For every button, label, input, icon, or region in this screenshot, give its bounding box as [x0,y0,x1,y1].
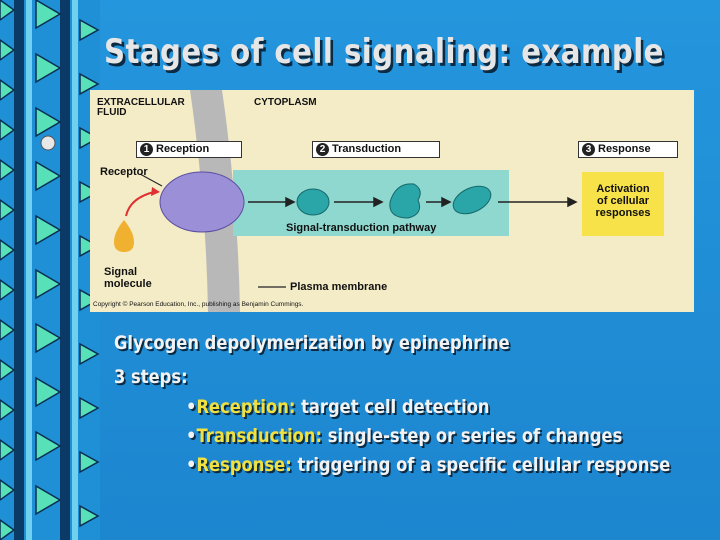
bullet-term: Reception: [196,396,296,418]
step-number: 3 [582,143,595,156]
bullet-desc: single-step or series of changes [327,425,623,447]
bullet-response: •Response: triggering of a specific cell… [186,454,670,476]
bullet-desc: triggering of a specific cellular respon… [297,454,671,476]
relay-molecule-2 [389,183,421,219]
receptor-label: Receptor [100,166,148,178]
bullet-term: Response: [196,454,292,476]
slide-title: Stages of cell signaling: example [104,32,664,72]
body-line-2: 3 steps: [114,366,188,388]
bullet-dot: • [186,425,197,447]
copyright-text: Copyright © Pearson Education, Inc., pub… [93,301,304,308]
bullet-reception: •Reception: target cell detection [186,396,490,418]
relay-molecule-3 [452,185,492,215]
relay-molecule-1 [296,188,330,216]
response-box-label: Activation of cellular responses [595,183,651,219]
signal-molecule-label: Signal molecule [104,266,152,290]
binding-arrow-head [151,187,160,196]
cytoplasm-label: CYTOPLASM [254,97,317,108]
signal-molecule-shape [114,220,134,252]
bullet-term: Transduction: [196,425,323,447]
response-box [582,172,664,236]
receptor-pointer [139,173,163,187]
body-line-1: Glycogen depolymerization by epinephrine [114,332,510,354]
step-label: Response [598,143,651,155]
binding-arrow [125,191,155,217]
membrane-label: Plasma membrane [290,281,388,293]
bullet-dot: • [186,454,197,476]
pathway-label: Signal-transduction pathway [286,222,437,234]
decorative-border [0,0,100,540]
bullet-transduction: •Transduction: single-step or series of … [186,425,622,447]
step-label: Reception [156,143,210,155]
bullet-desc: target cell detection [301,396,490,418]
step-number: 1 [140,143,153,156]
receptor-shape [159,171,245,233]
bullet-dot: • [186,396,197,418]
extracellular-label: EXTRACELLULAR FLUID [97,97,185,118]
step-label: Transduction [332,143,402,155]
step-number: 2 [316,143,329,156]
